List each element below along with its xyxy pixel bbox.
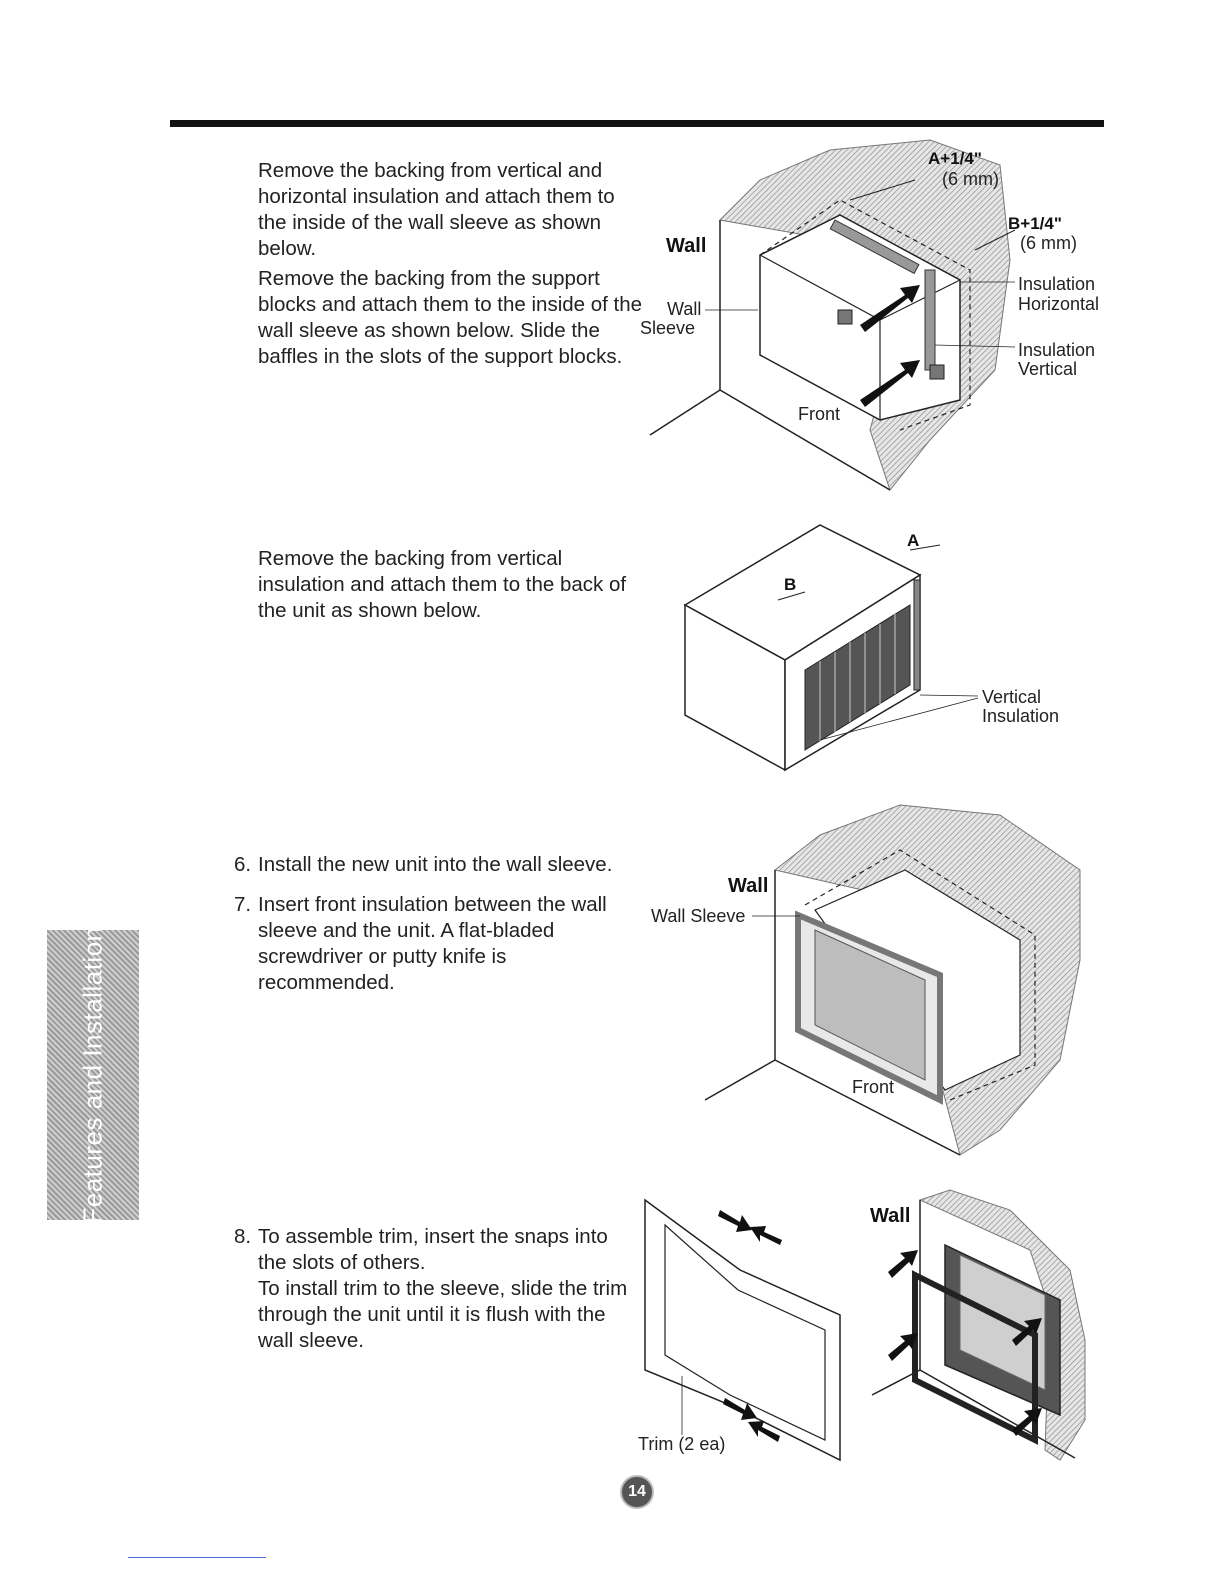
insulation-horizontal-label-2: Horizontal	[1018, 294, 1099, 314]
section1-text: Remove the backing from vertical and hor…	[258, 158, 643, 374]
vertical-insulation-strip	[913, 579, 921, 691]
header-rule	[170, 120, 1104, 127]
dim-a-marker	[909, 544, 941, 551]
install-arrow-3-icon	[1012, 1318, 1042, 1346]
step8-text1: To assemble trim, insert the snaps into …	[258, 1225, 608, 1274]
section-side-tab: Features and Installation	[47, 926, 139, 1224]
label-b: B	[784, 575, 796, 594]
floor-line-left-2	[704, 1059, 776, 1101]
section1-para2: Remove the backing from the support bloc…	[258, 267, 643, 368]
dim-b-mm: (6 mm)	[1020, 233, 1077, 253]
dim-b-marker	[777, 591, 806, 601]
wall-sleeve-label-1: Wall	[667, 299, 701, 319]
floor-line-right-3	[919, 1369, 1076, 1459]
wall-sleeve-label: Wall Sleeve	[651, 906, 745, 926]
vertical-insulation-label-1: Vertical	[982, 687, 1041, 707]
floor-line-left	[649, 389, 721, 436]
bottom-link-underline	[128, 1557, 266, 1558]
trim-install-figure: Wall	[870, 1189, 1086, 1461]
leader-ins-v	[934, 344, 1016, 348]
floor-line-right	[719, 389, 891, 491]
unit-in-sleeve-figure: Wall Wall Sleeve Front	[651, 804, 1081, 1156]
unit-grille	[804, 604, 911, 751]
step8-number: 8.	[234, 1225, 252, 1248]
front-label-2: Front	[852, 1077, 894, 1097]
trim-arrow-3-icon	[723, 1398, 757, 1420]
sleeve-dashed	[804, 849, 1036, 1101]
label-a: A	[907, 531, 919, 550]
side-tab-label: Features and Installation	[77, 926, 108, 1224]
wall-sleeve-insulation-figure: Wall Wall Sleeve A+1/4" (6 mm) B+1/4" (6…	[640, 139, 1099, 492]
front-label: Front	[798, 404, 840, 424]
trim-arrow-4-icon	[748, 1421, 780, 1442]
front-insulation	[795, 910, 943, 1105]
section2-text: Remove the backing from vertical insulat…	[258, 546, 633, 628]
unit-front-grille	[814, 929, 926, 1081]
insulation-horizontal-label-1: Insulation	[1018, 274, 1095, 294]
arrow-lower-icon	[860, 360, 920, 407]
wall-label-2: Wall	[728, 875, 768, 897]
page-number: 14	[620, 1475, 654, 1509]
step7-number: 7.	[234, 893, 252, 916]
trim-frame-3	[912, 1270, 1038, 1445]
support-block-bottom	[929, 364, 945, 380]
unit-back-insulation-figure: A B Vertical Insulation	[683, 524, 1059, 772]
vertical-insulation-label-2: Insulation	[982, 706, 1059, 726]
dashed-outline	[759, 199, 971, 431]
dim-b-line	[974, 229, 1016, 251]
trim-inner	[664, 1223, 826, 1441]
step6-number: 6.	[234, 853, 252, 876]
vertical-insulation	[924, 269, 936, 371]
dim-a-line	[849, 179, 916, 201]
step8-text2: To install trim to the sleeve, slide the…	[258, 1277, 628, 1352]
wall-label-3: Wall	[870, 1205, 910, 1227]
wall-sleeve-label-2: Sleeve	[640, 318, 695, 338]
grille-slats	[819, 614, 896, 741]
install-arrow-1-icon	[888, 1250, 918, 1278]
support-block-top	[837, 309, 853, 325]
dim-a-label: A+1/4"	[928, 149, 982, 168]
step8-text: To assemble trim, insert the snaps into …	[258, 1224, 633, 1354]
dim-b-label: B+1/4"	[1008, 214, 1062, 233]
step7-text: Insert front insulation between the wall…	[258, 893, 607, 994]
unit-grille-3	[959, 1254, 1046, 1391]
wall-hatch-region-3	[918, 1189, 1086, 1461]
trim-arrow-1-icon	[718, 1210, 752, 1232]
trim-arrow-2-icon	[750, 1226, 782, 1245]
insulation-vertical-label-1: Insulation	[1018, 340, 1095, 360]
step6-text: Install the new unit into the wall sleev…	[258, 853, 613, 876]
insulation-vertical-label-2: Vertical	[1018, 359, 1077, 379]
wall-label: Wall	[666, 235, 706, 257]
trim-label: Trim (2 ea)	[638, 1434, 725, 1454]
dim-a-mm: (6 mm)	[942, 169, 999, 189]
section1-para1: Remove the backing from vertical and hor…	[258, 159, 615, 260]
install-arrow-4-icon	[1012, 1408, 1042, 1436]
floor-line-right-2	[774, 1059, 961, 1156]
install-arrow-2-icon	[888, 1333, 918, 1361]
leader-vertical-insulation-2	[819, 697, 979, 741]
section2-para: Remove the backing from vertical insulat…	[258, 547, 627, 622]
trim-assembly-figure: Trim (2 ea)	[638, 1198, 841, 1462]
horizontal-insulation	[829, 219, 920, 275]
arrow-upper-icon	[860, 285, 920, 332]
leader-vertical-insulation	[919, 694, 979, 697]
